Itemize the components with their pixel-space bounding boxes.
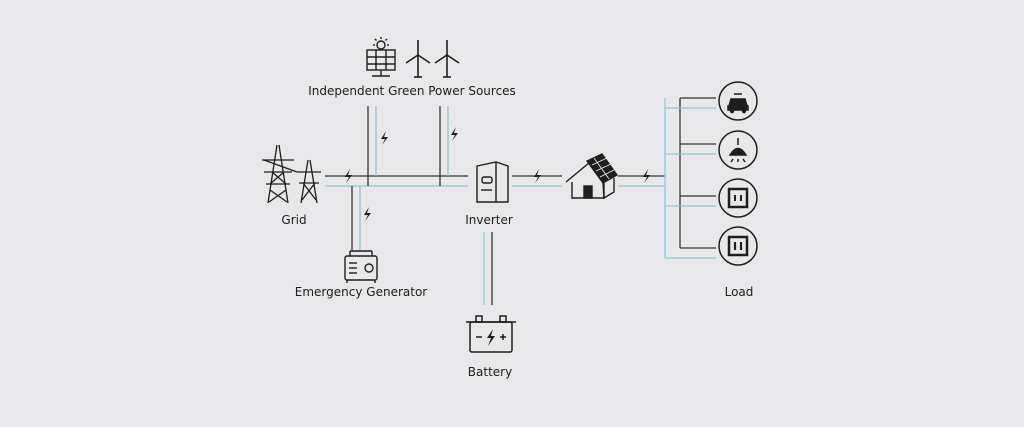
lightning-bolt-icon (451, 127, 458, 141)
green-sources-label: Independent Green Power Sources (308, 84, 516, 98)
battery-icon (466, 315, 516, 353)
ceiling-lamp-icon (718, 130, 758, 170)
generator-icon (344, 250, 378, 283)
solar-panel-icon (366, 37, 396, 77)
wind-turbine-icon (405, 40, 431, 78)
lightning-bolt-icon (364, 207, 371, 221)
lightning-bolt-icon (534, 169, 541, 183)
lightning-bolt-icon (345, 169, 352, 183)
lightning-bolt-icon (643, 169, 650, 183)
inverter-icon (476, 161, 509, 203)
wind-turbine-icon (434, 40, 460, 78)
load-label: Load (724, 285, 754, 299)
inverter-label: Inverter (465, 213, 513, 227)
solar-house-icon (565, 153, 619, 200)
car-charger-icon (718, 81, 758, 121)
battery-label: Battery (467, 365, 513, 379)
lightning-bolt-icon (381, 131, 388, 145)
power-tower-icon (262, 144, 321, 204)
connection-lines (325, 97, 716, 305)
switch-icon (718, 226, 758, 266)
grid-label: Grid (281, 213, 307, 227)
generator-label: Emergency Generator (294, 285, 428, 299)
socket-icon (718, 178, 758, 218)
